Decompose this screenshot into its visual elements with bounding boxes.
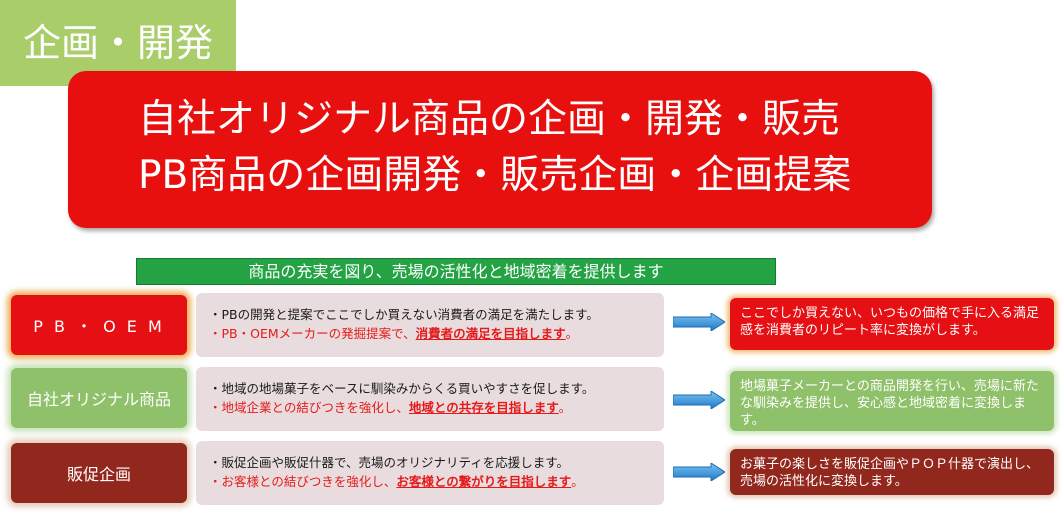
goal-prefix: ・お客様との結びつきを強化し、 (209, 474, 397, 489)
goal-suffix: 。 (571, 474, 584, 489)
right-arrow-icon (673, 313, 725, 331)
result-sales-promotion: お菓子の楽しさを販促企画やＰＯＰ什器で演出し、売場の活性化に変換します。 (730, 449, 1054, 495)
headline-line-2: PB商品の企画開発・販売企画・企画提案 (138, 153, 852, 198)
goal-suffix: 。 (558, 400, 572, 415)
description-goal-line: ・地域企業との結びつきを強化し、地域との共存を目指します。 (209, 398, 664, 417)
category-own-products: 自社オリジナル商品 (11, 368, 187, 428)
right-arrow-icon (673, 463, 725, 481)
goal-emphasis: 消費者の満足を目指します (415, 326, 566, 341)
description-line: ・PBの開発と提案でここでしか買えない消費者の満足を満たします。 (209, 307, 599, 322)
description-goal-line: ・お客様との結びつきを強化し、お客様との繋がりを目指します。 (209, 472, 664, 491)
description-goal-line: ・PB・OEMメーカーの発掘提案で、消費者の満足を目指します。 (209, 324, 664, 343)
result-pb-oem: ここでしか買えない、いつもの価格で手に入る満足感を消費者のリピート率に変換がしま… (730, 298, 1054, 350)
right-arrow-icon (673, 391, 725, 409)
slogan-bar: 商品の充実を図り、売場の活性化と地域密着を提供します (136, 258, 776, 285)
description-pb-oem: ・PBの開発と提案でここでしか買えない消費者の満足を満たします。 ・PB・OEM… (196, 293, 664, 357)
goal-emphasis: お客様との繋がりを目指します (396, 474, 572, 489)
goal-prefix: ・地域企業との結びつきを強化し、 (209, 400, 409, 415)
description-own-products: ・地域の地場菓子をベースに馴染みからくる買いやすさを促します。 ・地域企業との結… (196, 367, 664, 431)
goal-emphasis: 地域との共存を目指します (408, 400, 559, 415)
category-sales-promotion: 販促企画 (11, 443, 187, 503)
description-line: ・販促企画や販促什器で、売場のオリジナリティを応援します。 (209, 455, 570, 470)
result-own-products: 地場菓子メーカーとの商品開発を行い、売場に新たな馴染みを提供し、安心感と地域密着… (730, 371, 1054, 431)
goal-suffix: 。 (565, 326, 579, 341)
goal-prefix: ・PB・OEMメーカーの発掘提案で、 (209, 326, 416, 341)
headline-banner: 自社オリジナル商品の企画・開発・販売 PB商品の企画開発・販売企画・企画提案 (68, 71, 932, 228)
description-sales-promotion: ・販促企画や販促什器で、売場のオリジナリティを応援します。 ・お客様との結びつき… (196, 441, 664, 505)
description-line: ・地域の地場菓子をベースに馴染みからくる買いやすさを促します。 (209, 381, 595, 396)
headline-line-1: 自社オリジナル商品の企画・開発・販売 (138, 97, 841, 142)
category-pb-oem: P B ・ O E M (11, 295, 187, 355)
